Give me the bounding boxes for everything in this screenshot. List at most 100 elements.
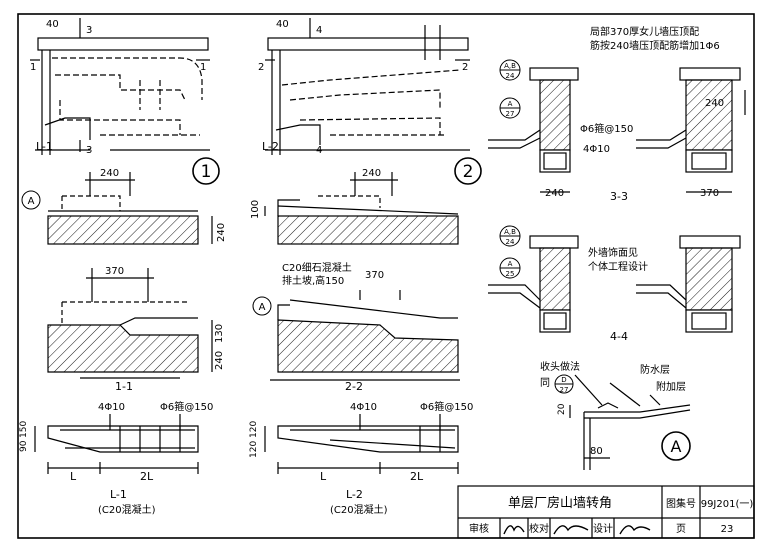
vdim-240-c: 240 [214,351,225,370]
section-2-2 [270,290,460,381]
detail-2-plan [265,18,470,155]
detail-a-drawing [569,374,691,470]
ref-a25-top: A [508,260,513,268]
r-finish-2: 个体工程设计 [588,260,648,273]
review-label: 审核 [469,522,489,535]
l2-stirrup: Φ6箍@150 [420,400,473,413]
ref-ab24-bot: 24 [506,72,515,80]
d1-section-mark-bottom: 3 [86,145,92,156]
l2-hdim-2: 120 [249,421,259,438]
d2-cut-left: 2 [258,62,264,73]
detail-a-circle [661,431,691,461]
ref-a27-top: A [508,100,513,108]
l2-span-2L: 2L [410,470,424,483]
vdim-240-a: 240 [216,223,227,242]
r-dim-80: 80 [590,446,603,457]
section-1-1 [47,268,213,379]
ref-a2-label: A [259,302,266,313]
check-label: 校对 [529,522,549,535]
section-4-4 [488,235,741,333]
d1-cut-left: 1 [30,62,36,73]
l1-hdim-1: 90 [19,440,29,452]
l2-material: (C20混凝土) [330,503,388,516]
beam-l2-elevation [264,414,459,474]
r-waterproof: 防水层 [640,363,670,376]
design-label: 设计 [593,522,613,535]
detail-1-plan [30,18,210,155]
r-width-240: 240 [545,188,564,199]
r-same: 同 [540,377,550,389]
section-3-3 [488,67,746,193]
r-dim-240: 240 [705,98,724,109]
r-dim-20: 20 [557,403,567,415]
detail-number-2: 2 [463,162,474,182]
caption-3-3: 3-3 [610,190,628,203]
section-a-240 [47,172,213,245]
l1-name: L-1 [110,488,127,501]
sheet-border [17,13,755,539]
d2-cut-right: 2 [462,62,468,73]
caption-2-2: 2-2 [345,380,363,393]
d1-dim-40: 40 [46,19,59,30]
note-slope: 排土坡,高150 [282,274,344,287]
ref-circle-a [21,190,41,210]
l2-hdim-1: 120 [249,441,259,458]
dim-370-a: 370 [105,266,124,277]
note-c20: C20细石混凝土 [282,261,352,274]
page-label: 页 [676,523,686,535]
title-text: 单层厂房山墙转角 [508,495,612,511]
note-parapet-1: 局部370厚女儿墙压顶配 [590,25,699,38]
d2-dim-40: 40 [276,19,289,30]
ref-ab24-top: A,B [504,62,516,70]
d1-beam-tag: L-1 [36,140,53,153]
r-bar: 4Φ10 [583,144,610,155]
dim-370-b: 370 [365,270,384,281]
d2-section-mark-top: 4 [316,25,322,36]
dim-240-b: 240 [362,168,381,179]
d1-section-mark-top: 3 [86,25,92,36]
section-slope-100 [264,172,459,245]
title-block [457,485,755,539]
l1-span-2L: 2L [140,470,154,483]
ref-circle-a2 [252,296,272,316]
ref2-ab24-bot: 24 [506,238,515,246]
l1-hdim-2: 150 [19,421,29,438]
dim-240-a: 240 [100,168,119,179]
ref-a27-bot: 27 [506,110,515,118]
ref-d27-bot: 27 [560,386,569,394]
l1-material: (C20混凝土) [98,503,156,516]
beam-l1-elevation [34,414,199,474]
ref-a25-bot: 25 [506,270,515,278]
r-finish-1: 外墙饰面见 [588,246,638,259]
l1-stirrup: Φ6箍@150 [160,400,213,413]
note-parapet-2: 筋按240墙压顶配筋增加1Φ6 [590,39,720,52]
l1-span-L: L [70,470,77,483]
vdim-130: 130 [214,324,225,343]
ref2-ab24-top: A,B [504,228,516,236]
r-additional: 附加层 [656,380,686,393]
atlas-number: 99J201(一) [701,499,754,510]
ref-d27-top: D [561,376,566,384]
ref-a-label: A [28,196,35,207]
d1-cut-right: 1 [200,62,206,73]
vdim-100: 100 [250,200,261,219]
caption-4-4: 4-4 [610,330,628,343]
detail-a-label: A [671,437,682,456]
caption-1-1: 1-1 [115,380,133,393]
detail-number-1: 1 [201,162,212,182]
l2-bar-top: 4Φ10 [350,402,377,413]
r-width-370: 370 [700,188,719,199]
r-end-method: 收头做法 [540,360,580,373]
l2-span-L: L [320,470,327,483]
l1-bar-top: 4Φ10 [98,402,125,413]
detail-number-circle-2 [454,157,482,185]
atlas-label: 图集号 [666,497,696,510]
l2-name: L-2 [346,488,363,501]
d2-beam-tag: L-2 [262,140,279,153]
r-stirrup: Φ6箍@150 [580,122,633,135]
detail-number-circle-1 [192,157,220,185]
d2-section-mark-bottom: 4 [316,145,322,156]
page-number: 23 [721,524,734,535]
